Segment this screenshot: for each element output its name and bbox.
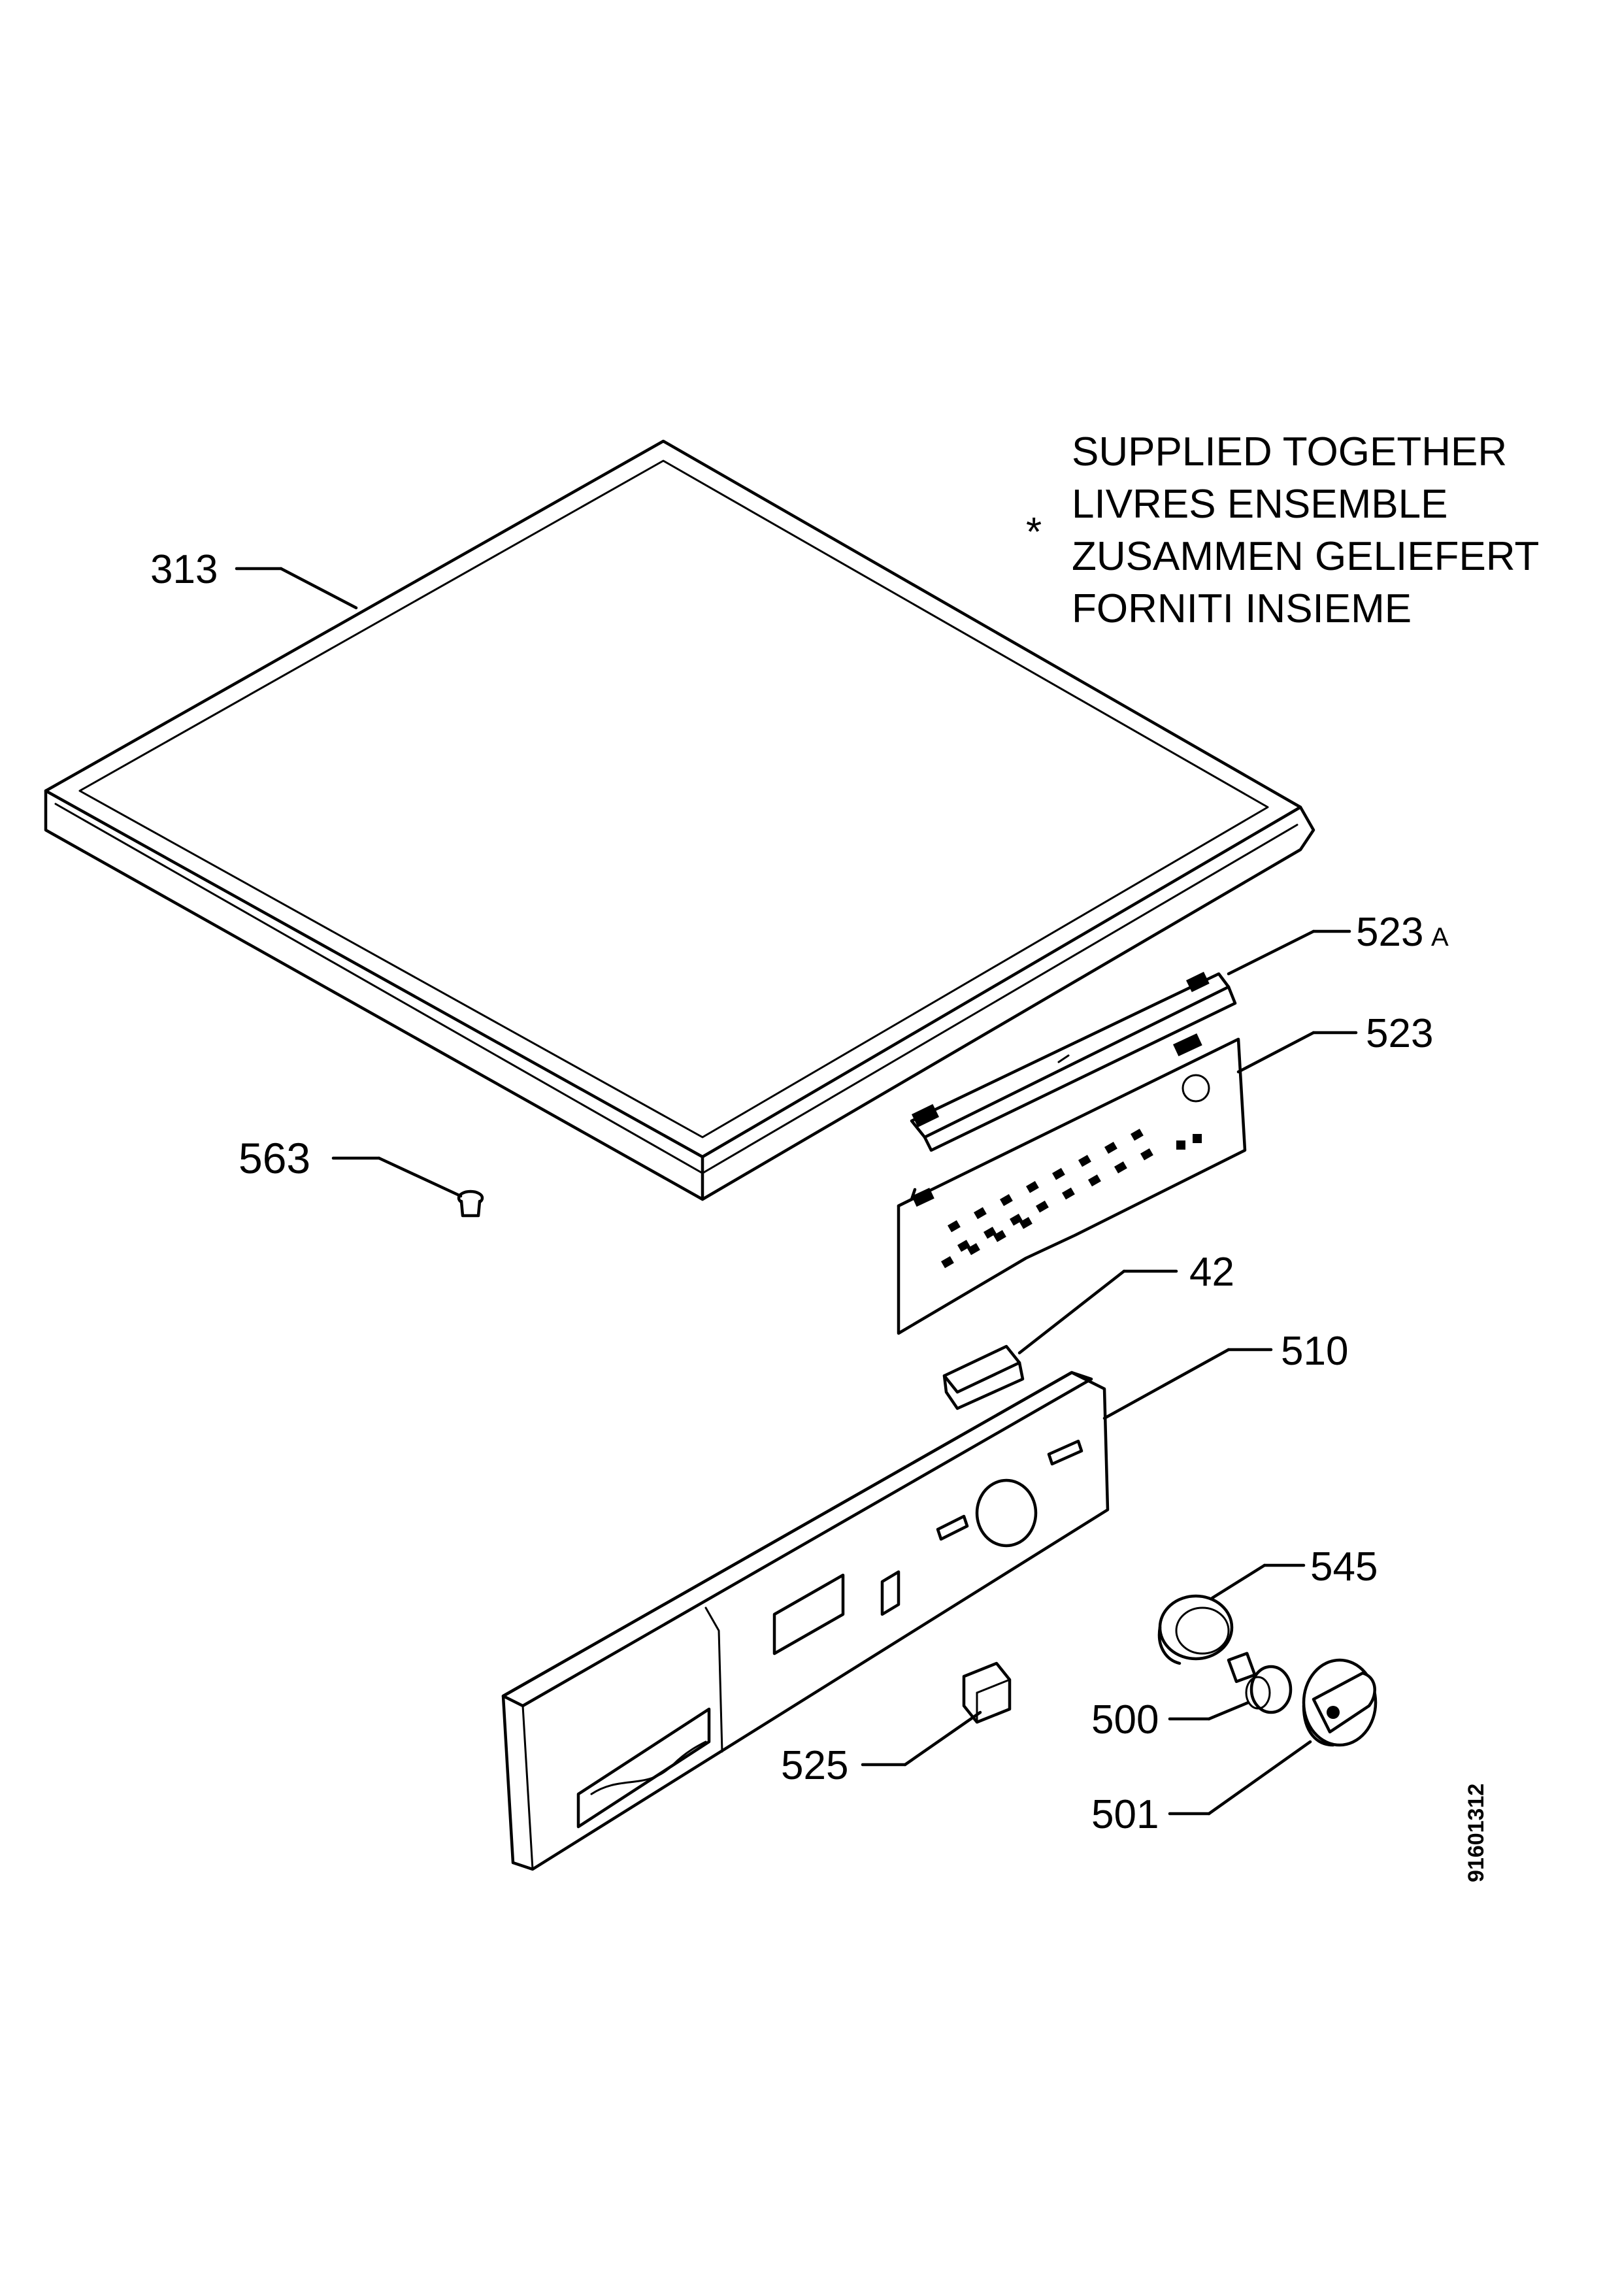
part-501-knob (1302, 1658, 1378, 1747)
label-523: 523 (1366, 1011, 1433, 1056)
part-42-block (942, 1344, 1025, 1410)
label-501: 501 (1091, 1792, 1159, 1837)
callout-523a: 523 A (1227, 910, 1449, 976)
callout-42: 42 (1017, 1250, 1234, 1355)
part-545-bezel-ring (1157, 1594, 1234, 1665)
document-number: 91601312 (1464, 1784, 1489, 1882)
part-313-top-cover (44, 439, 1315, 1201)
part-525-button (962, 1661, 1012, 1724)
part-523a-rail (910, 971, 1237, 1152)
note-line-de: ZUSAMMEN GELIEFERT (1072, 534, 1539, 579)
callout-563: 563 (239, 1134, 463, 1198)
callout-523: 523 (1236, 1011, 1433, 1074)
callout-525: 525 (781, 1710, 982, 1788)
part-510-fascia (501, 1371, 1110, 1871)
label-313: 313 (150, 547, 218, 592)
label-523a-suffix: A (1431, 923, 1449, 952)
callout-501: 501 (1091, 1740, 1312, 1837)
label-510: 510 (1281, 1329, 1348, 1374)
callout-510: 510 (1102, 1329, 1348, 1420)
part-500-spindle (1227, 1652, 1293, 1714)
note-line-en: SUPPLIED TOGETHER (1072, 429, 1507, 474)
note-asterisk: * (1026, 510, 1042, 555)
label-500: 500 (1091, 1697, 1159, 1742)
note-line-it: FORNITI INSIEME (1072, 586, 1412, 631)
label-545: 545 (1310, 1544, 1378, 1589)
note-line-fr: LIVRES ENSEMBLE (1072, 482, 1447, 527)
doc-number-text: 91601312 (1464, 1784, 1489, 1882)
label-525: 525 (781, 1743, 848, 1788)
callout-545: 545 (1210, 1544, 1378, 1600)
part-523-control-board (897, 1033, 1247, 1335)
supplied-together-note: * SUPPLIED TOGETHER LIVRES ENSEMBLE ZUSA… (1026, 429, 1539, 631)
part-563-screw (457, 1190, 484, 1218)
label-42: 42 (1189, 1250, 1234, 1295)
callout-313: 313 (150, 547, 358, 610)
label-563: 563 (239, 1134, 310, 1182)
board-key-grid (940, 1129, 1153, 1269)
callout-500: 500 (1091, 1697, 1250, 1742)
label-523a-number: 523 (1356, 910, 1423, 955)
